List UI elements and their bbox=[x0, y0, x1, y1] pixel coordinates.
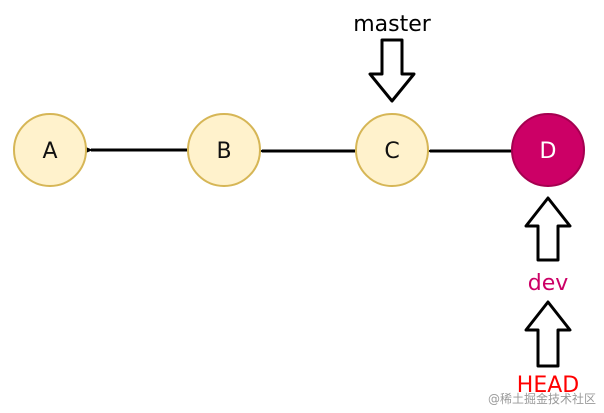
commit-label-d: D bbox=[540, 139, 557, 164]
commit-circle-b bbox=[187, 113, 261, 187]
dev-label: dev bbox=[528, 271, 569, 296]
commit-circle-a bbox=[13, 113, 87, 187]
commit-node-d: D bbox=[511, 113, 585, 187]
commit-links bbox=[81, 145, 512, 156]
commit-label-a: A bbox=[42, 139, 57, 164]
commit-node-c: C bbox=[355, 113, 429, 187]
ref-head: HEAD bbox=[517, 300, 579, 398]
watermark-text: @稀土掘金技术社区 bbox=[488, 391, 596, 406]
ref-master: master bbox=[353, 12, 432, 103]
commit-label-c: C bbox=[384, 139, 399, 164]
head-arrow-icon bbox=[524, 300, 572, 368]
commit-node-a: A bbox=[13, 113, 87, 187]
commit-circle-d bbox=[511, 113, 585, 187]
commit-label-b: B bbox=[216, 139, 231, 164]
master-label: master bbox=[353, 12, 432, 37]
commit-node-b: B bbox=[187, 113, 261, 187]
head-label: HEAD bbox=[517, 373, 579, 398]
dev-arrow-icon bbox=[524, 196, 572, 262]
master-arrow-icon bbox=[368, 38, 416, 103]
ref-dev: dev bbox=[524, 196, 572, 296]
commit-circle-c bbox=[355, 113, 429, 187]
